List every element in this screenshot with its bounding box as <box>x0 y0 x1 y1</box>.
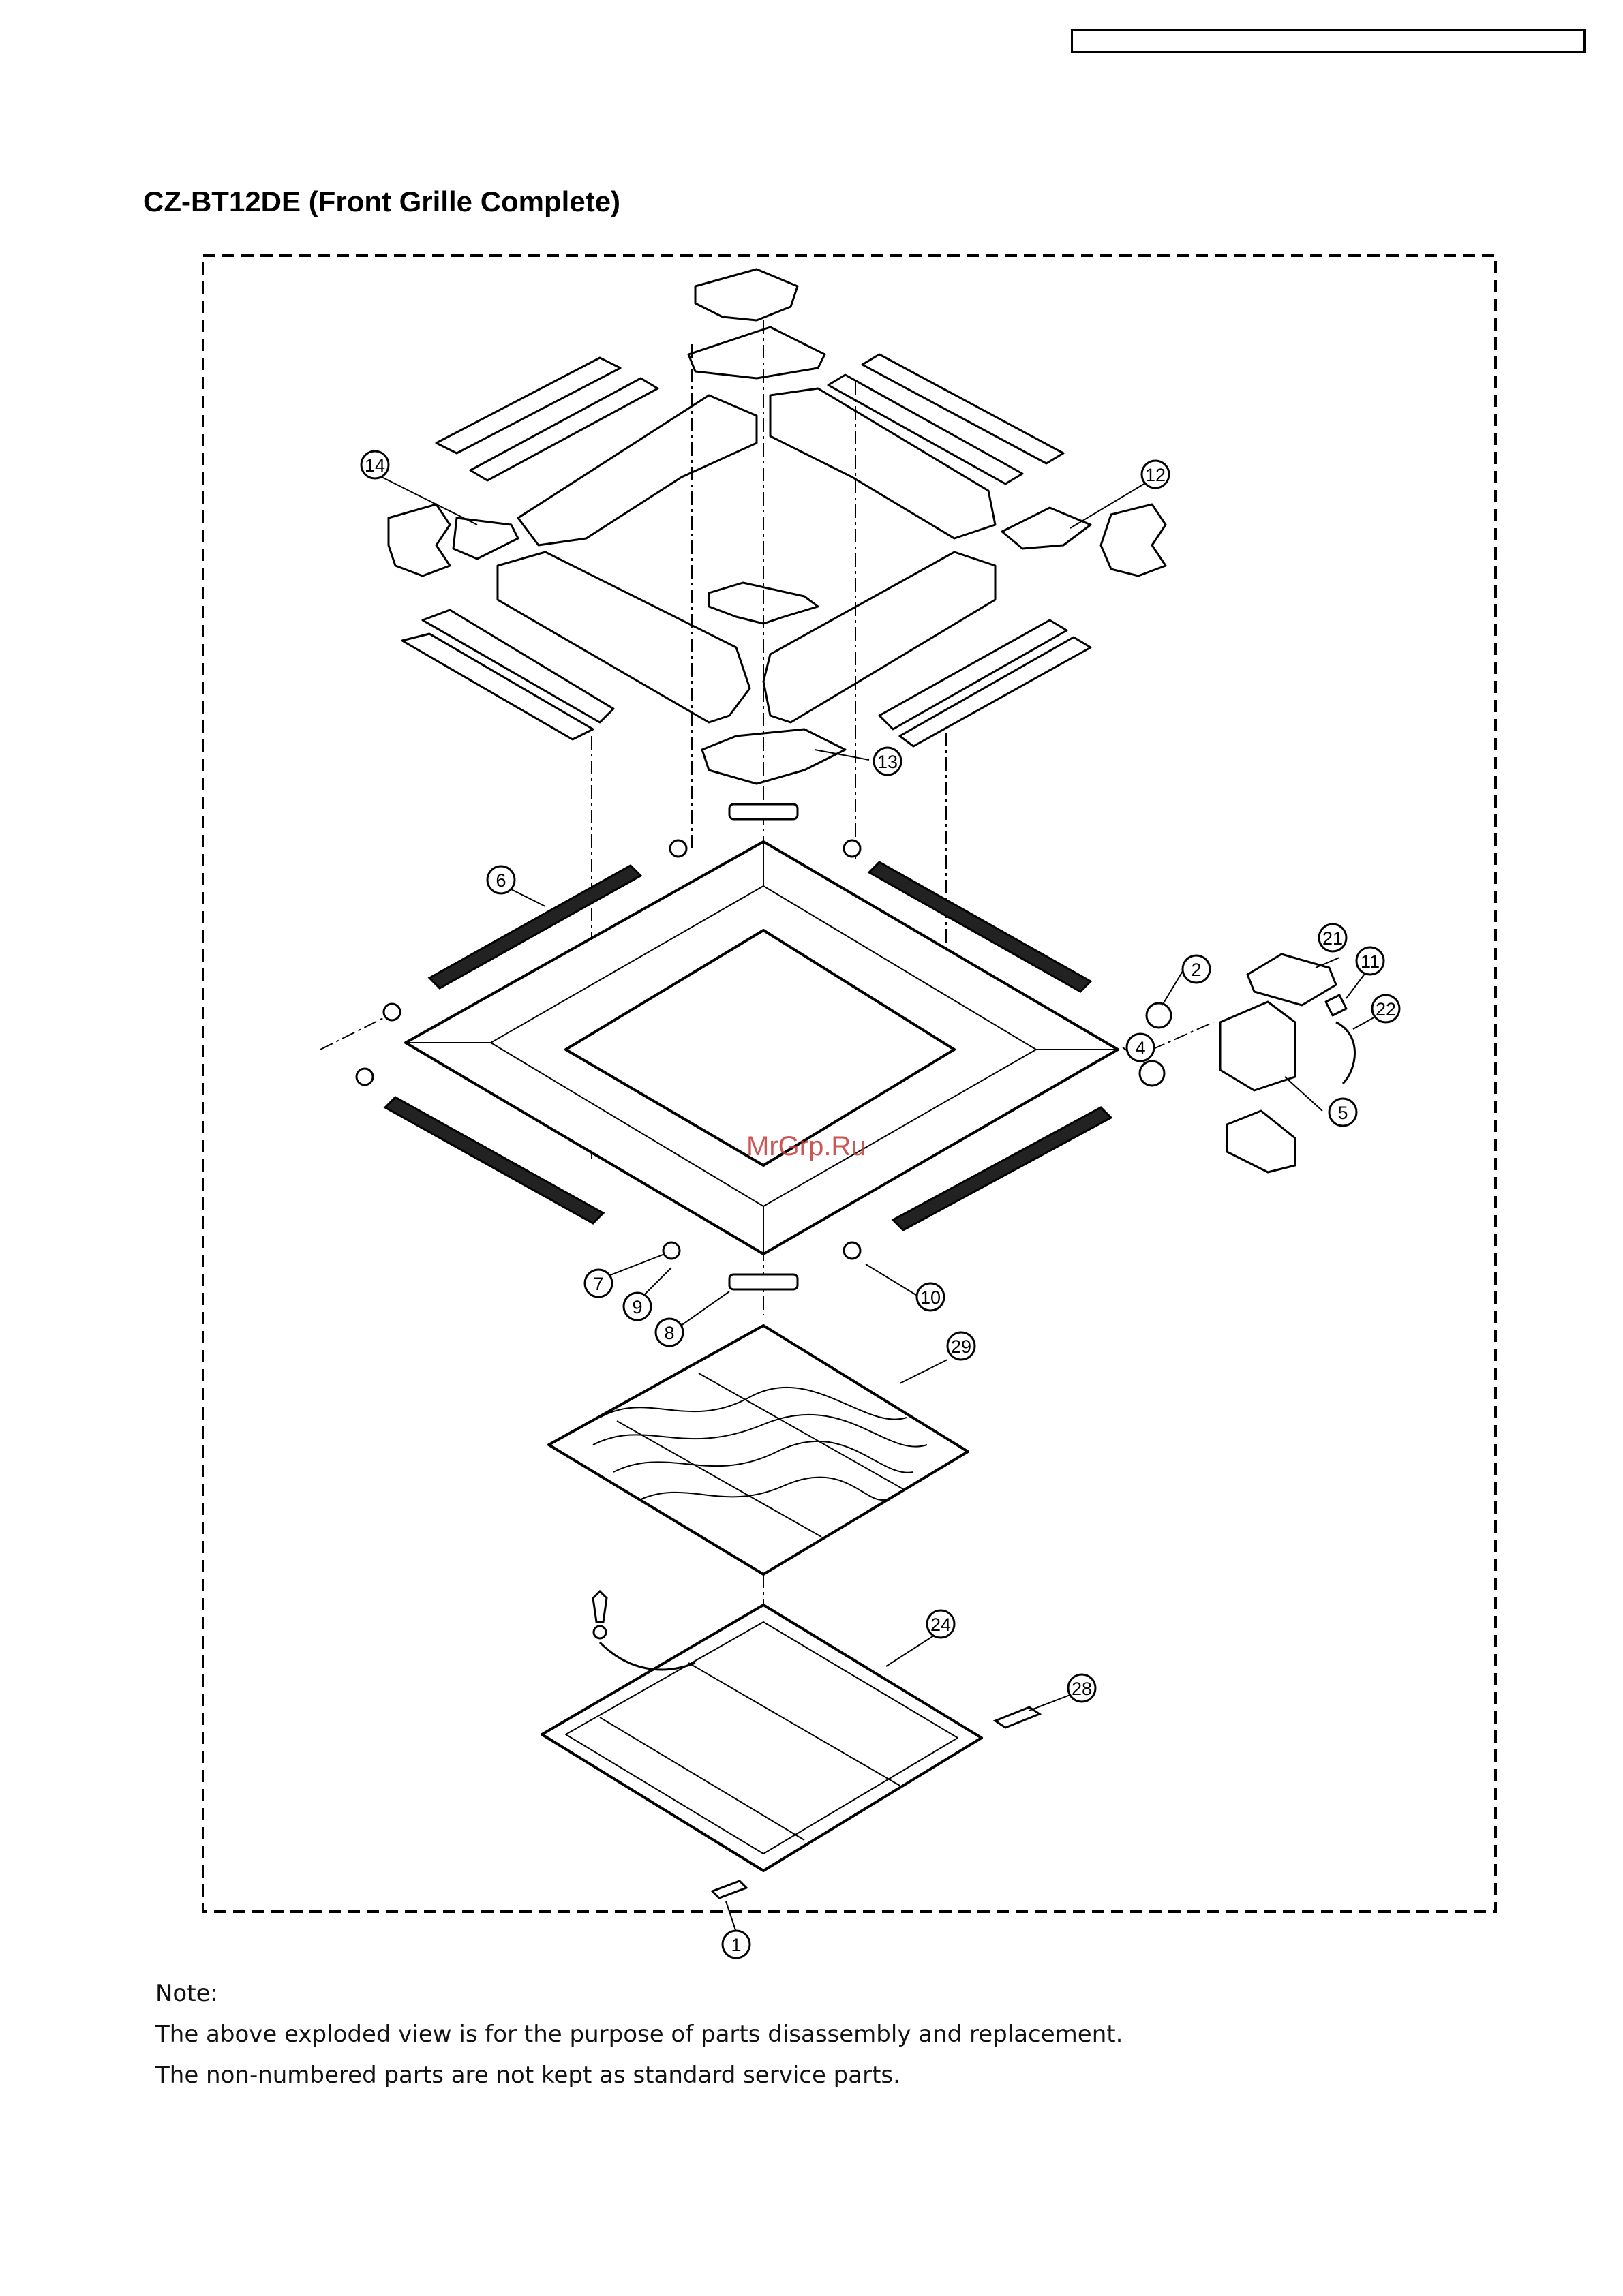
top-corner-plate <box>688 327 825 378</box>
connector-11 <box>1326 995 1346 1015</box>
bearing-left-1 <box>384 1004 400 1020</box>
link-8-bottom <box>729 1274 798 1289</box>
bearing-left-2 <box>357 1069 373 1085</box>
svg-text:10: 10 <box>920 1287 941 1308</box>
callout-14: 14 <box>361 451 389 478</box>
callout-29: 29 <box>947 1332 975 1360</box>
svg-text:22: 22 <box>1376 999 1396 1020</box>
intake-grille-24-inner <box>566 1622 958 1854</box>
insulation-lr <box>763 552 995 722</box>
callout-10: 10 <box>917 1283 944 1311</box>
air-filter-29 <box>549 1326 968 1574</box>
motor-4 <box>1140 1061 1164 1086</box>
callout-2: 2 <box>1183 955 1210 983</box>
bearing-7-top-left <box>670 840 686 857</box>
corner-bracket-14 <box>389 504 450 576</box>
note-line-2: The non-numbered parts are not kept as s… <box>155 2055 1123 2096</box>
control-box-5 <box>1220 1002 1295 1090</box>
pcb-21 <box>1247 954 1336 1005</box>
insulation-ul <box>518 395 757 545</box>
note-block: Note: The above exploded view is for the… <box>155 1973 1123 2096</box>
callout-9: 9 <box>624 1293 651 1320</box>
svg-text:29: 29 <box>951 1336 971 1357</box>
bearing-10-bottom <box>844 1242 860 1259</box>
svg-text:28: 28 <box>1072 1679 1092 1699</box>
bearing-top-right <box>844 840 860 857</box>
svg-text:13: 13 <box>877 752 898 772</box>
svg-text:8: 8 <box>664 1323 674 1343</box>
washer <box>594 1626 606 1638</box>
svg-text:12: 12 <box>1145 465 1166 485</box>
clip-1 <box>712 1881 746 1898</box>
svg-text:5: 5 <box>1337 1103 1348 1123</box>
svg-text:6: 6 <box>496 870 506 891</box>
callout-24: 24 <box>927 1610 954 1638</box>
note-line-1: The above exploded view is for the purpo… <box>155 2014 1123 2055</box>
callout-13: 13 <box>874 748 901 775</box>
motor-2 <box>1147 1003 1171 1028</box>
svg-text:1: 1 <box>731 1935 741 1955</box>
callout-21: 21 <box>1319 924 1346 951</box>
wire-harness-22 <box>1336 1022 1355 1084</box>
svg-text:7: 7 <box>593 1274 603 1294</box>
corner-plate-14 <box>453 518 518 559</box>
corner-piece-13 <box>702 729 845 784</box>
callout-8: 8 <box>656 1319 683 1346</box>
callout-4: 4 <box>1127 1034 1154 1061</box>
svg-text:24: 24 <box>930 1614 951 1635</box>
callout-5: 5 <box>1329 1099 1356 1126</box>
callout-7: 7 <box>585 1270 612 1297</box>
watermark: MrGrp.Ru <box>746 1131 866 1161</box>
corner-plate-12 <box>1002 508 1091 549</box>
terminal-base-5 <box>1227 1111 1295 1172</box>
top-corner-cap <box>695 269 798 320</box>
corner-bracket-12 <box>1101 504 1166 576</box>
bearing-7-bottom <box>663 1242 680 1259</box>
callout-11: 11 <box>1356 947 1384 975</box>
note-heading: Note: <box>155 1973 1123 2014</box>
callout-28: 28 <box>1068 1674 1095 1702</box>
svg-text:21: 21 <box>1322 928 1343 949</box>
grille-frame-outer <box>406 842 1118 1254</box>
callout-22: 22 <box>1372 995 1399 1022</box>
hinge-28 <box>995 1707 1040 1728</box>
callout-6: 6 <box>487 866 515 893</box>
svg-text:11: 11 <box>1361 951 1380 972</box>
svg-text:14: 14 <box>365 455 385 476</box>
callout-12: 12 <box>1142 461 1169 488</box>
callout-1: 1 <box>723 1931 750 1958</box>
link-8-top <box>729 804 798 819</box>
svg-text:2: 2 <box>1191 960 1201 980</box>
screw-fastener <box>593 1591 607 1622</box>
svg-text:9: 9 <box>632 1297 642 1317</box>
svg-text:4: 4 <box>1135 1038 1145 1058</box>
